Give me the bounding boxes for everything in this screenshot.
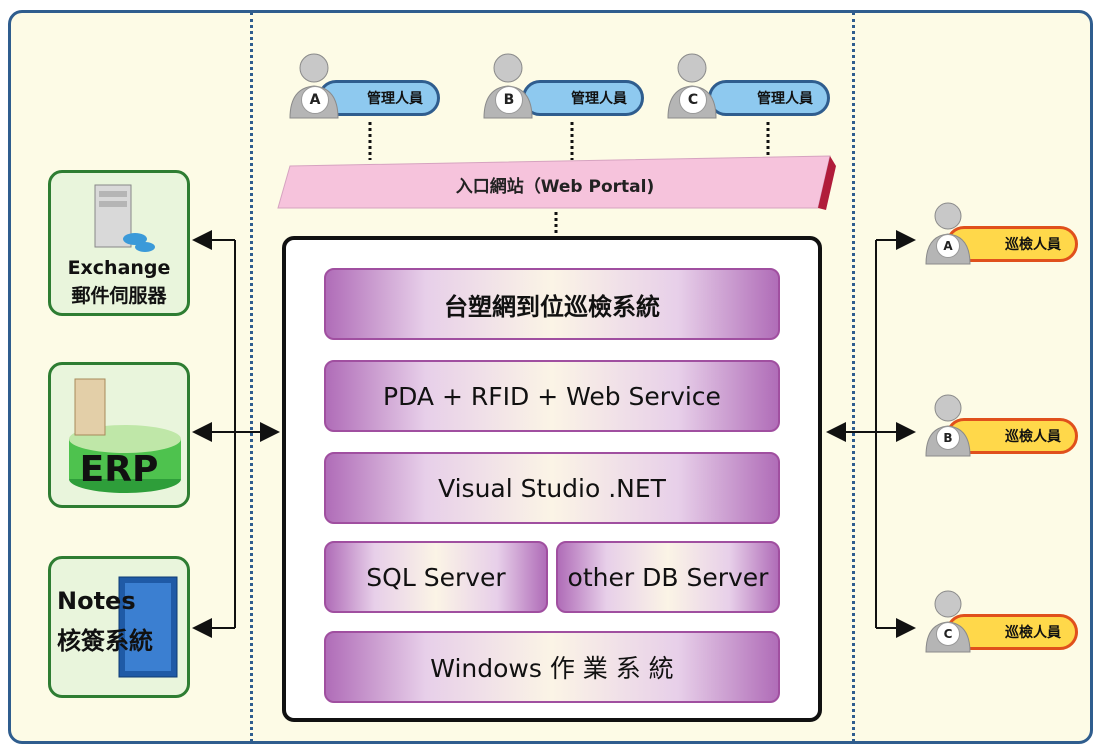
inspector-a-person: A <box>918 200 978 270</box>
layer-other-db: other DB Server <box>556 541 780 613</box>
exchange-line1: Exchange <box>67 257 171 279</box>
layer-visual-studio: Visual Studio .NET <box>324 452 780 524</box>
inspector-b-person: B <box>918 392 978 462</box>
exchange-line2: 郵件伺服器 <box>71 285 167 307</box>
admin-a-person: A <box>284 50 344 120</box>
divider-left <box>250 12 253 742</box>
notes-box: Notes 核簽系統 <box>48 556 190 698</box>
portal-banner-edge <box>818 156 836 210</box>
admin-a-role: 管理人員 <box>367 91 423 107</box>
notes-line1: Notes <box>57 587 136 615</box>
admin-b-pill: 管理人員 <box>522 80 644 116</box>
inspector-a-letter: A <box>936 234 960 258</box>
admin-a-pill: 管理人員 <box>318 80 440 116</box>
layer-sql-server: SQL Server <box>324 541 548 613</box>
inspector-c-person: C <box>918 588 978 658</box>
database-icon <box>69 378 181 493</box>
admin-a-letter: A <box>301 86 329 114</box>
notes-book-icon <box>118 576 178 678</box>
layer-pda-rfid: PDA + RFID + Web Service <box>324 360 780 432</box>
inspector-b-role: 巡檢人員 <box>1005 429 1061 445</box>
layer-windows: Windows 作 業 系 統 <box>324 631 780 703</box>
inspector-a-role: 巡檢人員 <box>1005 237 1061 253</box>
portal-label: 入口網站（Web Portal) <box>455 177 655 197</box>
layer-application: 台塑網到位巡檢系統 <box>324 268 780 340</box>
inspector-c-letter: C <box>936 622 960 646</box>
server-icon <box>94 184 155 252</box>
admin-b-person: B <box>478 50 538 120</box>
admin-b-letter: B <box>495 86 523 114</box>
inspector-b-letter: B <box>936 426 960 450</box>
erp-label: ERP <box>79 449 159 490</box>
divider-right <box>852 12 855 742</box>
admin-c-pill: 管理人員 <box>708 80 830 116</box>
notes-line2: 核簽系統 <box>57 627 153 655</box>
admin-b-role: 管理人員 <box>571 91 627 107</box>
admin-c-letter: C <box>679 86 707 114</box>
erp-box: ERP <box>48 362 190 508</box>
admin-c-role: 管理人員 <box>757 91 813 107</box>
inspector-c-role: 巡檢人員 <box>1005 625 1061 641</box>
admin-c-person: C <box>662 50 722 120</box>
exchange-box: Exchange 郵件伺服器 <box>48 170 190 316</box>
